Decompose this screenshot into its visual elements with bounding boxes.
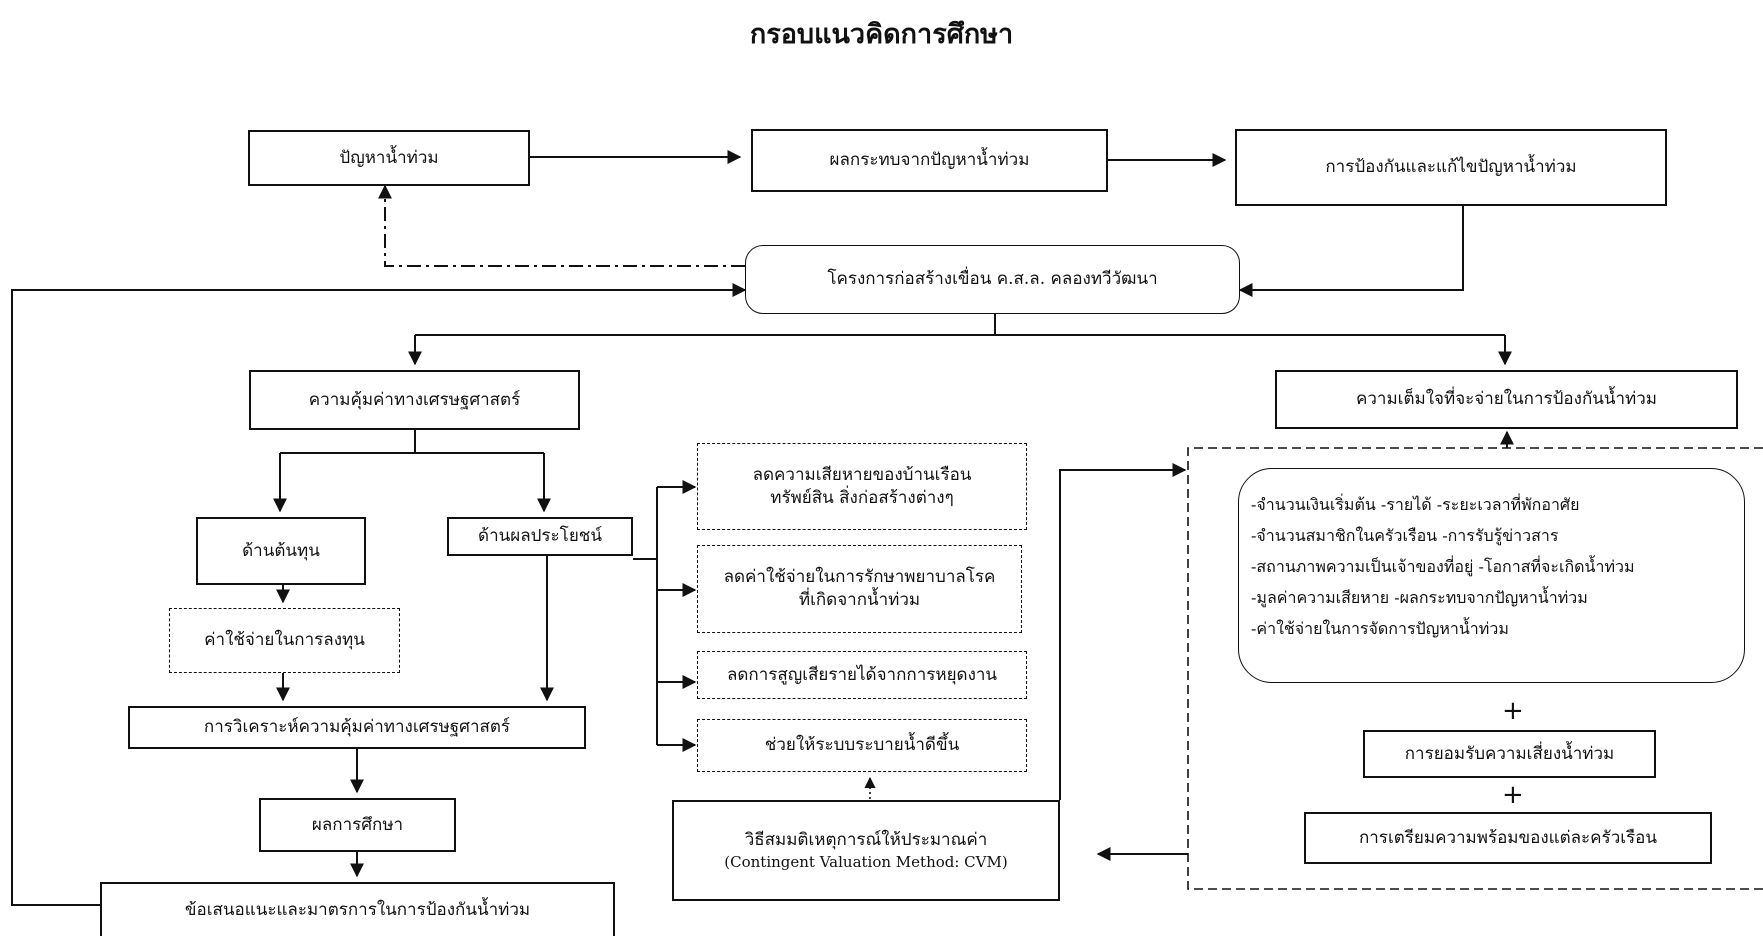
benefit-medical-line1: ลดค่าใช้จ่ายในการรักษาพยาบาลโรค [723,567,996,588]
study-results-box: ผลการศึกษา [259,798,456,852]
plus-sign: + [1502,780,1524,810]
benefit-property-line2: ทรัพย์สิน สิ่งก่อสร้างต่างๆ [770,487,954,508]
recommendations-box: ข้อเสนอแนะและมาตรการในการป้องกันน้ำท่วม [100,882,615,936]
factor-line: -มูลค่าความเสียหาย -ผลกระทบจากปัญหาน้ำท่… [1251,588,1588,607]
factor-line: -สถานภาพความเป็นเจ้าของที่อยู่ -โอกาสที่… [1251,557,1635,576]
benefit-box-medical: ลดค่าใช้จ่ายในการรักษาพยาบาลโรค ที่เกิดจ… [697,545,1022,633]
flood-impact-box: ผลกระทบจากปัญหาน้ำท่วม [751,129,1108,192]
arrow-prevention-to-project [1238,206,1464,297]
plus-sign: + [1502,696,1524,726]
arrow-project-to-problem [378,184,745,267]
benefit-box-property: ลดความเสียหายของบ้านเรือน ทรัพย์สิน สิ่ง… [697,443,1027,530]
benefit-box-drainage: ช่วยให้ระบบระบายน้ำดีขึ้น [697,719,1027,772]
benefit-medical-line2: ที่เกิดจากน้ำท่วม [798,590,921,610]
factor-line: -จำนวนเงินเริ่มต้น -รายได้ -ระยะเวลาที่พ… [1251,495,1580,514]
benefit-property-line1: ลดความเสียหายของบ้านเรือน [752,464,972,485]
economic-analysis-box: การวิเคราะห์ความคุ้มค่าทางเศรษฐศาสตร์ [128,706,586,749]
risk-acceptance-box: การยอมรับความเสี่ยงน้ำท่วม [1363,730,1656,778]
benefit-side-box: ด้านผลประโยชน์ [447,517,633,556]
cvm-title-line: วิธีสมมติเหตุการณ์ให้ประมาณค่า [744,829,988,850]
arrow-cvm-to-factors [1059,463,1187,800]
economic-worth-box: ความคุ้มค่าทางเศรษฐศาสตร์ [249,370,580,430]
page-title: กรอบแนวคิดการศึกษา [749,19,1014,50]
cvm-subtitle-line: (Contingent Valuation Method: CVM) [724,852,1008,871]
dam-project-box: โครงการก่อสร้างเขื่อน ค.ส.ล. คลองทวีวัฒน… [745,245,1240,314]
willingness-to-pay-box: ความเต็มใจที่จะจ่ายในการป้องกันน้ำท่วม [1275,370,1738,429]
flood-problem-box: ปัญหาน้ำท่วม [248,130,530,186]
cvm-method-box: วิธีสมมติเหตุการณ์ให้ประมาณค่า (Continge… [672,800,1060,901]
willingness-factors-box: -จำนวนเงินเริ่มต้น -รายได้ -ระยะเวลาที่พ… [1238,468,1745,683]
flood-prevention-box: การป้องกันและแก้ไขปัญหาน้ำท่วม [1235,129,1667,206]
household-preparedness-box: การเตรียมความพร้อมของแต่ละครัวเรือน [1304,812,1712,864]
arrow-recommendations-to-project [11,283,747,906]
willingness-factors-region [1187,447,1763,890]
factor-line: -จำนวนสมาชิกในครัวเรือน -การรับรู้ข่าวสา… [1251,526,1559,545]
cost-side-box: ด้านต้นทุน [196,517,366,585]
investment-cost-box: ค่าใช้จ่ายในการลงทุน [169,608,400,673]
factor-line: -ค่าใช้จ่ายในการจัดการปัญหาน้ำท่วม [1251,619,1509,638]
benefit-box-income-loss: ลดการสูญเสียรายได้จากการหยุดงาน [697,651,1027,699]
